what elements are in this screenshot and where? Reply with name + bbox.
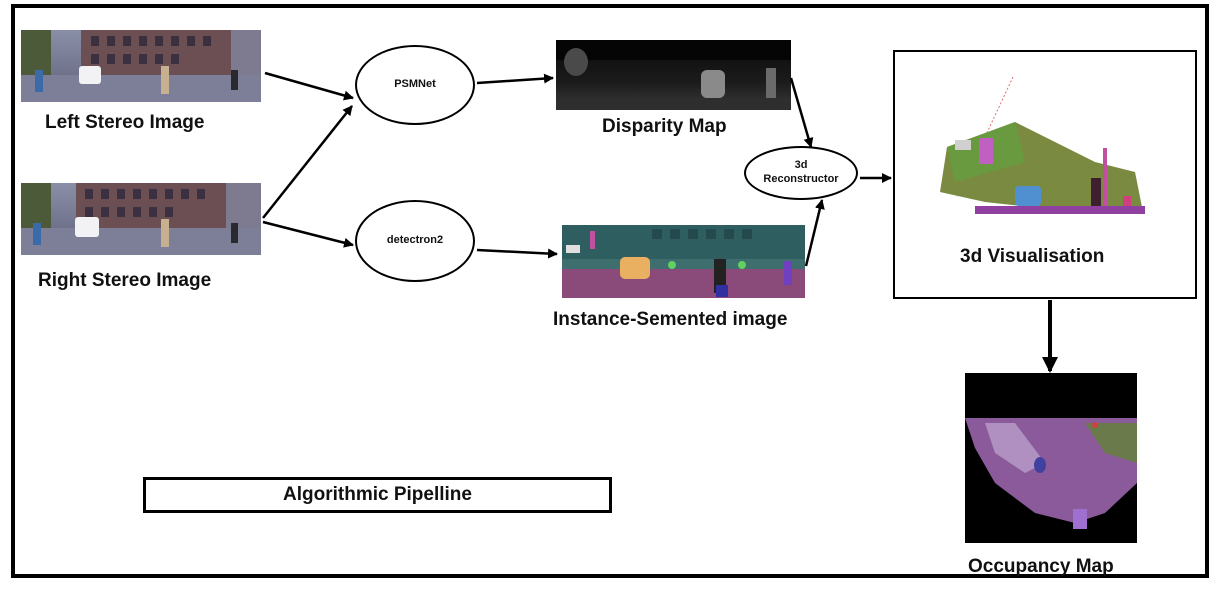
3d-reconstructor-label: 3d Reconstructor — [763, 159, 838, 187]
right-stereo-image — [21, 183, 261, 255]
detectron2-node: detectron2 — [355, 200, 475, 282]
instance-segmented-label: Instance-Semented image — [553, 309, 788, 330]
point-cloud-render — [940, 76, 1145, 214]
occupancy-map-label: Occupancy Map — [968, 556, 1114, 577]
right-stereo-label: Right Stereo Image — [38, 270, 212, 291]
reconstructor-line2: Reconstructor — [763, 173, 839, 185]
reconstructor-line1: 3d — [794, 159, 808, 172]
psmnet-label: PSMNet — [394, 78, 436, 91]
occupancy-map-image — [965, 373, 1137, 543]
disparity-map-image — [556, 40, 791, 110]
left-stereo-label: Left Stereo Image — [45, 112, 205, 133]
detectron2-label: detectron2 — [386, 234, 444, 247]
diagram-frame — [11, 4, 1209, 578]
pipeline-title: Algorithmic Pipelline — [283, 484, 472, 505]
3d-visualisation-box: 3d Visualisation — [893, 50, 1197, 299]
pipeline-title-box: Algorithmic Pipelline — [143, 477, 612, 513]
3d-visualisation-label: 3d Visualisation — [960, 246, 1105, 267]
instance-segmented-image — [562, 225, 805, 298]
disparity-map-label: Disparity Map — [602, 116, 727, 137]
psmnet-node: PSMNet — [355, 45, 475, 125]
left-stereo-image — [21, 30, 261, 102]
3d-reconstructor-node: 3d Reconstructor — [744, 146, 858, 200]
